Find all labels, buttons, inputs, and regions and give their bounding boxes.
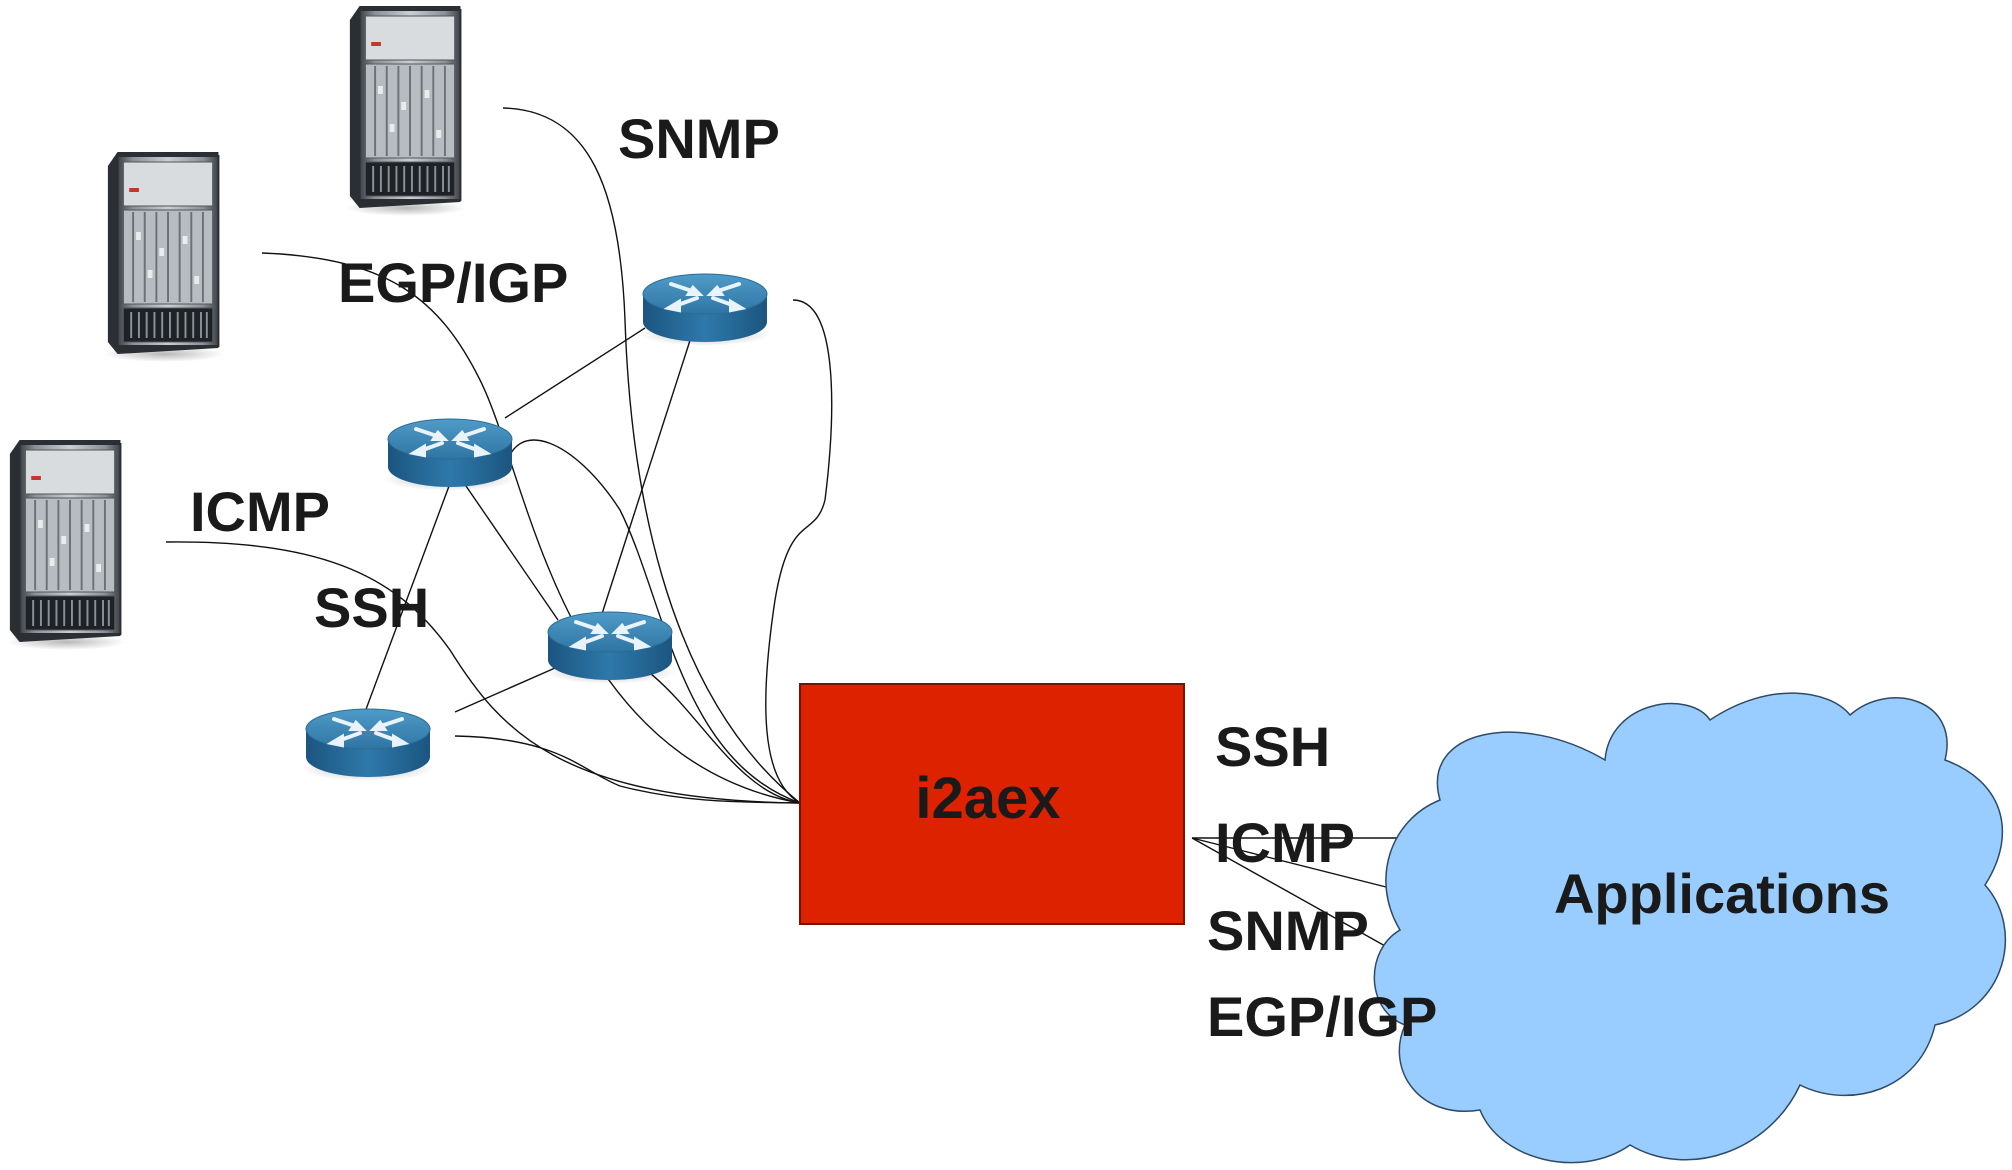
router-icon-top-right xyxy=(637,272,773,348)
label-snmp-right: SNMP xyxy=(1207,899,1369,962)
router-icon-bottom-left xyxy=(300,707,436,783)
link-router-a-router-c xyxy=(454,469,559,621)
label-egp-igp-right: EGP/IGP xyxy=(1207,985,1437,1048)
link-router-d-router-c xyxy=(454,667,556,713)
link-router-b-router-c xyxy=(599,327,695,621)
i2aex-label: i2aex xyxy=(915,766,1060,831)
label-egp-igp-left: EGP/IGP xyxy=(338,251,568,314)
label-icmp-right: ICMP xyxy=(1215,811,1355,874)
label-icmp-left: ICMP xyxy=(190,480,330,543)
link-router-d-to-i2aex xyxy=(454,735,801,804)
applications-cloud xyxy=(1373,692,2007,1164)
link-router-b-to-i2aex xyxy=(765,299,833,804)
chassis-switch-bottom xyxy=(5,439,128,651)
chassis-switch-top xyxy=(345,5,468,217)
link-router-a-to-i2aex xyxy=(504,439,801,804)
i2aex-box xyxy=(799,683,1185,925)
link-chassis-top-to-i2aex xyxy=(502,107,801,804)
label-ssh-left: SSH xyxy=(314,576,429,639)
link-router-a-router-d xyxy=(364,469,456,713)
chassis-switch-middle xyxy=(103,151,226,363)
router-icon-middle-center xyxy=(542,610,678,686)
link-chassis-bottom-to-i2aex xyxy=(165,541,801,804)
label-ssh-right: SSH xyxy=(1215,715,1330,778)
router-icon-middle-left xyxy=(382,417,518,493)
label-snmp-left: SNMP xyxy=(618,107,780,170)
link-router-a-router-b xyxy=(504,327,646,419)
applications-label: Applications xyxy=(1554,862,1890,925)
link-i2aex-cloud-2 xyxy=(1191,837,1391,889)
